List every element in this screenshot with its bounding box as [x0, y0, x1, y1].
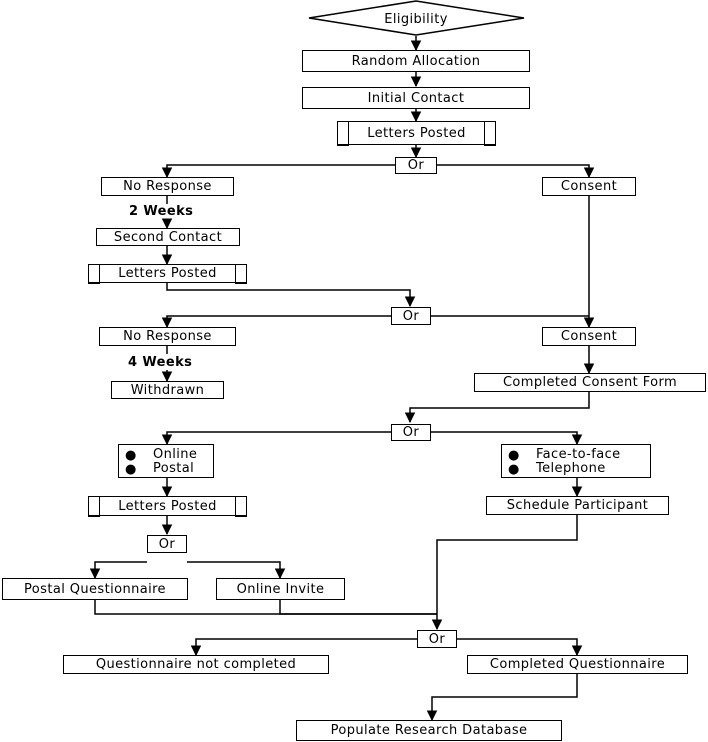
remote-methods-list: ● Online ● Postal: [118, 444, 214, 478]
letters-posted-box-1: Letters Posted: [337, 120, 496, 146]
or-label-3: Or: [402, 425, 420, 440]
withdrawn-box: Withdrawn: [111, 381, 224, 399]
completed-consent-form-box: Completed Consent Form: [474, 373, 706, 392]
letters-posted-label-1: Letters Posted: [367, 125, 466, 141]
no-response-box-2: No Response: [99, 327, 236, 346]
eligibility-diamond: [308, 0, 525, 36]
method-telephone-label: Telephone: [536, 461, 606, 476]
populate-research-database-label: Populate Research Database: [330, 723, 528, 738]
consent-box-2: Consent: [542, 327, 636, 346]
questionnaire-not-completed-label: Questionnaire not completed: [95, 657, 297, 672]
method-item-online: ● Online: [125, 447, 209, 463]
no-response-label-2: No Response: [123, 329, 212, 344]
method-face-to-face-label: Face-to-face: [536, 447, 621, 462]
populate-research-database-box: Populate Research Database: [296, 720, 562, 741]
or-box-1: Or: [395, 157, 437, 174]
two-weeks-label: 2 Weeks: [129, 204, 194, 219]
method-item-telephone: ● Telephone: [508, 461, 646, 477]
or-box-4: Or: [147, 535, 187, 553]
bullet-icon: ●: [508, 448, 520, 463]
completed-questionnaire-box: Completed Questionnaire: [467, 655, 688, 674]
no-response-label-1: No Response: [123, 179, 212, 194]
four-weeks-label: 4 Weeks: [128, 355, 193, 370]
initial-contact-label: Initial Contact: [367, 90, 465, 106]
letters-posted-label-3: Letters Posted: [118, 498, 217, 514]
or-label-1: Or: [407, 158, 425, 173]
random-allocation-label: Random Allocation: [351, 53, 481, 69]
or-label-4: Or: [158, 536, 176, 552]
postal-questionnaire-box: Postal Questionnaire: [2, 578, 188, 600]
bullet-icon: ●: [125, 462, 137, 477]
method-postal-label: Postal: [153, 461, 195, 476]
postal-questionnaire-label: Postal Questionnaire: [24, 581, 166, 597]
online-invite-label: Online Invite: [236, 581, 325, 597]
or-box-2: Or: [391, 307, 431, 325]
direct-methods-list: ● Face-to-face ● Telephone: [501, 444, 651, 478]
completed-consent-form-label: Completed Consent Form: [502, 375, 678, 390]
letters-posted-label-2: Letters Posted: [118, 266, 217, 281]
initial-contact-box: Initial Contact: [302, 87, 530, 109]
consent-box-1: Consent: [542, 177, 636, 196]
letters-posted-box-3: Letters Posted: [88, 495, 247, 517]
online-invite-box: Online Invite: [216, 578, 345, 600]
method-online-label: Online: [153, 447, 198, 462]
schedule-participant-box: Schedule Participant: [486, 496, 669, 515]
no-response-box-1: No Response: [101, 177, 234, 196]
eligibility-label: Eligibility: [384, 12, 448, 27]
bullet-icon: ●: [125, 448, 137, 463]
bullet-icon: ●: [508, 462, 520, 477]
random-allocation-box: Random Allocation: [302, 50, 530, 72]
or-label-2: Or: [402, 308, 420, 324]
or-box-3: Or: [391, 424, 431, 441]
second-contact-box: Second Contact: [96, 228, 240, 246]
letters-posted-box-2: Letters Posted: [88, 263, 247, 284]
or-label-5: Or: [428, 631, 446, 647]
method-item-postal: ● Postal: [125, 461, 209, 477]
questionnaire-not-completed-box: Questionnaire not completed: [63, 655, 329, 674]
withdrawn-label: Withdrawn: [130, 382, 205, 398]
schedule-participant-label: Schedule Participant: [506, 498, 649, 513]
second-contact-label: Second Contact: [113, 229, 223, 245]
method-item-face-to-face: ● Face-to-face: [508, 447, 646, 463]
completed-questionnaire-label: Completed Questionnaire: [489, 657, 666, 672]
consent-label-1: Consent: [560, 179, 618, 194]
or-box-5: Or: [417, 630, 457, 648]
consent-label-2: Consent: [560, 329, 618, 344]
